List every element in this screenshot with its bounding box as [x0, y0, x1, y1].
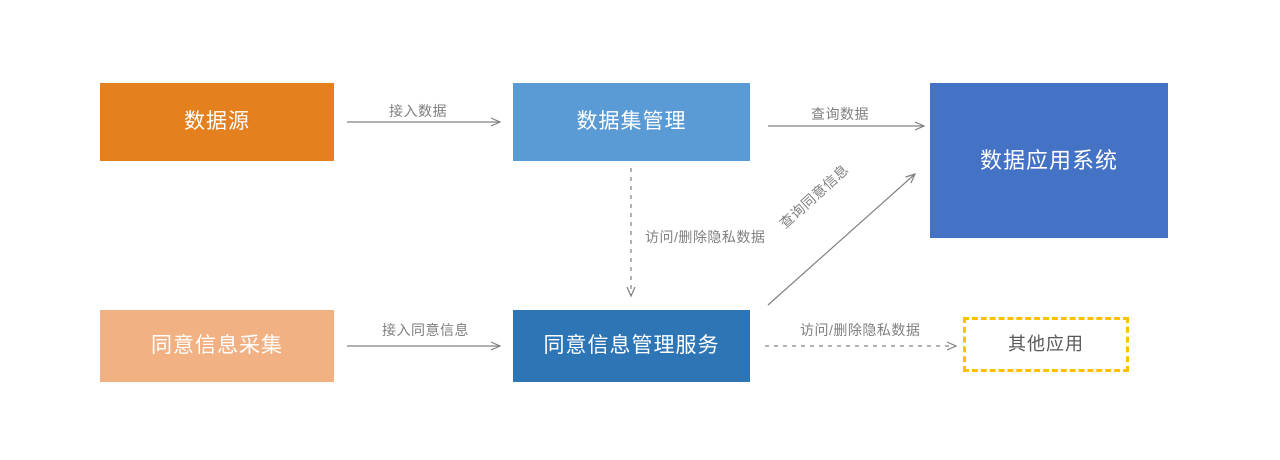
node-data-source[interactable]: 数据源 [100, 83, 334, 161]
edge-label-access-delete-down: 访问/删除隐私数据 [645, 229, 766, 245]
node-consent-service-label: 同意信息管理服务 [543, 333, 720, 357]
edge-query-consent [767, 173, 917, 306]
node-other-app-label: 其他应用 [1008, 334, 1084, 355]
node-dataset-management[interactable]: 数据集管理 [513, 83, 750, 161]
node-data-app-system-label: 数据应用系统 [979, 147, 1118, 173]
node-dataset-management-label: 数据集管理 [576, 109, 687, 133]
node-consent-collection-label: 同意信息采集 [151, 333, 283, 357]
node-data-source-label: 数据源 [184, 109, 250, 133]
node-consent-service[interactable]: 同意信息管理服务 [513, 310, 750, 382]
edge-label-ingest-data: 接入数据 [389, 103, 447, 119]
edge-label-query-data: 查询数据 [811, 106, 869, 122]
node-consent-collection[interactable]: 同意信息采集 [100, 310, 334, 382]
node-other-app[interactable]: 其他应用 [963, 317, 1129, 372]
node-data-app-system[interactable]: 数据应用系统 [930, 83, 1168, 238]
edge-label-ingest-consent: 接入同意信息 [382, 322, 469, 338]
edge-label-access-delete-right: 访问/删除隐私数据 [800, 322, 921, 338]
